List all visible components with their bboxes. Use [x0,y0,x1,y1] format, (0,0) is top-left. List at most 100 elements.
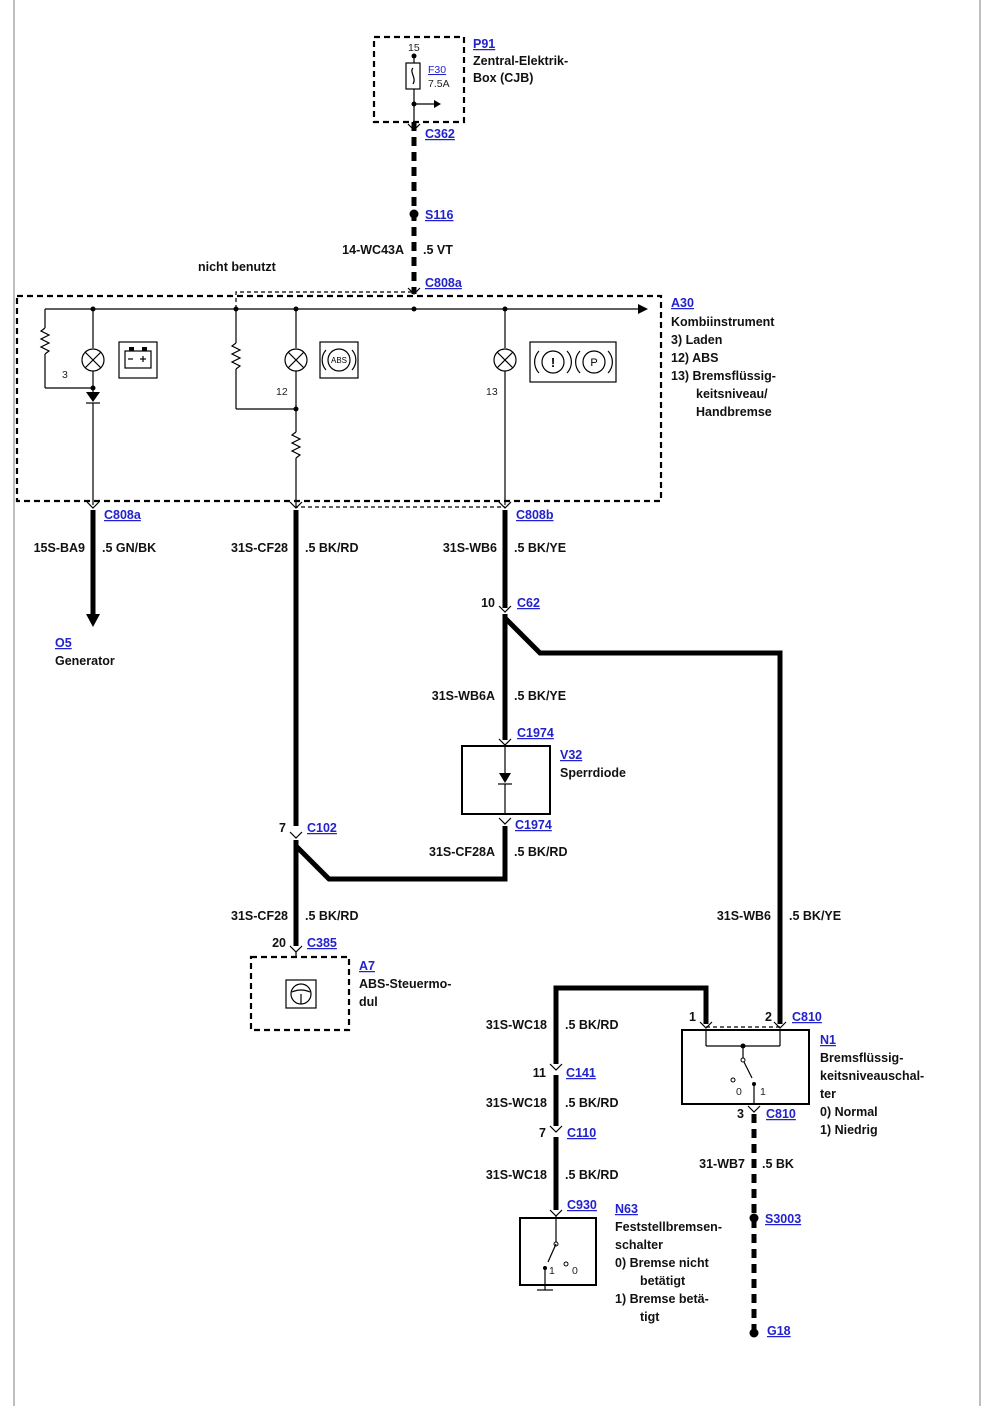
switch-contact-icon [742,1059,753,1079]
wire-w5-circuit: 31S-WB6A [432,689,495,703]
wire-w12-spec: .5 BK [762,1157,794,1171]
wire-w9-circuit: 31S-WC18 [486,1018,547,1032]
a30-item-3: 13) Bremsflüssig- [671,369,776,383]
fuse-icon [405,62,421,90]
wire-31s-wb6-branch [503,616,783,1024]
a30-item-5: Handbremse [696,405,772,419]
steering-wheel-icon [285,979,317,1009]
o5-link[interactable]: O5 [55,636,72,650]
connector-c930-link[interactable]: C930 [567,1198,597,1212]
component-n1: 2 1 C810 0 1 N1 Bremsflüssig- keitsnivea… [681,1010,924,1137]
n63-state-0: 0) Bremse nicht [615,1256,710,1270]
a7-name-line1: ABS-Steuermo- [359,977,451,991]
wire-w11-circuit: 31S-WC18 [486,1168,547,1182]
wire-w4-spec: .5 BK/YE [514,541,566,555]
a30-item-1: 3) Laden [671,333,722,347]
wire-w3-circuit: 31S-CF28 [231,541,288,555]
wire-w10-spec: .5 BK/RD [565,1096,618,1110]
splice-s116-link[interactable]: S116 [425,208,454,222]
n63-state-1-line2: tigt [640,1310,660,1324]
connector-c1974-bottom-link[interactable]: C1974 [515,818,552,832]
p91-pin-label: 15 [408,42,420,54]
fuse-f30-link[interactable]: F30 [428,64,446,76]
wire-w8-spec: .5 BK/YE [789,909,841,923]
connector-c810-bottom-link[interactable]: C810 [766,1107,796,1121]
battery-warning-icon [118,341,158,379]
diode-icon [86,392,100,402]
component-a30: 3 12 [15,287,776,505]
connector-c141-link[interactable]: C141 [566,1066,596,1080]
splice-s3003 [749,1213,759,1223]
lamp-icon [284,348,308,372]
connector-c102-link[interactable]: C102 [307,821,337,835]
wire-w3-spec: .5 BK/RD [305,541,358,555]
resistor-icon [39,327,51,355]
resistor-icon [230,342,242,370]
p91-name-line1: Zentral-Elektrik- [473,54,568,68]
wire-w1-circuit: 14-WC43A [342,243,404,257]
component-p91: 15 F30 7.5A P91 Zentral-Elektrik- Box (C… [372,35,568,124]
a30-item-4: keitsniveau/ [696,387,768,401]
component-n63: 1 0 N63 Feststellbremsen- schalter 0) Br… [519,1202,722,1324]
abs-icon-text: ABS [331,356,347,365]
connector-c141-pin: 11 [533,1066,546,1080]
connector-c810-pin1: 1 [689,1010,696,1024]
o5-name: Generator [55,654,115,668]
connector-c808a-top-link[interactable]: C808a [425,276,463,290]
fuse-rating: 7.5A [428,78,450,90]
wire-w6-spec: .5 BK/RD [514,845,567,859]
ground-g18-link[interactable]: G18 [767,1324,791,1338]
a30-name: Kombiinstrument [671,315,775,329]
connector-c362-link[interactable]: C362 [425,127,455,141]
arrow-right-icon [434,100,441,108]
ground-icon [749,1328,759,1338]
connector-c110-link[interactable]: C110 [567,1126,596,1140]
connector-c810-top-link[interactable]: C810 [792,1010,822,1024]
a30-pin-charge: 3 [62,369,68,381]
connector-c808b-link[interactable]: C808b [516,508,554,522]
p91-name-line2: Box (CJB) [473,71,533,85]
abs-warning-icon: ABS [319,341,359,379]
wire-w4-circuit: 31S-WB6 [443,541,497,555]
v32-link[interactable]: V32 [560,748,582,762]
a30-link[interactable]: A30 [671,296,694,310]
diode-icon [499,773,511,783]
a7-link[interactable]: A7 [359,959,375,973]
n1-state-1: 1) Niedrig [820,1123,878,1137]
wire-w8-circuit: 31S-WB6 [717,909,771,923]
warn-icon-text: ! [551,355,555,370]
component-v32: V32 Sperrdiode [461,745,626,815]
n1-pos1: 1 [760,1086,766,1098]
wire-w6-circuit: 31S-CF28A [429,845,495,859]
connector-c1974-top-link[interactable]: C1974 [517,726,554,740]
park-icon-text: P [590,357,597,369]
wire-w2-spec: .5 GN/BK [102,541,156,555]
n1-link[interactable]: N1 [820,1033,836,1047]
n63-pos1: 1 [549,1265,555,1277]
n63-link[interactable]: N63 [615,1202,638,1216]
p91-link[interactable]: P91 [473,37,495,51]
a30-unused-note: nicht benutzt [198,260,277,274]
component-a7: A7 ABS-Steuermo- dul [249,952,451,1032]
a30-item-2: 12) ABS [671,351,718,365]
n1-state-0: 0) Normal [820,1105,878,1119]
wire-w9-spec: .5 BK/RD [565,1018,618,1032]
connector-c810-pin3: 3 [737,1107,744,1121]
wire-w11-spec: .5 BK/RD [565,1168,618,1182]
n63-name-line1: Feststellbremsen- [615,1220,722,1234]
connector-c62-link[interactable]: C62 [517,596,540,610]
v32-name: Sperrdiode [560,766,626,780]
switch-contact-icon [547,1243,557,1263]
wire-31s-wc18 [553,985,709,1064]
n1-name-line1: Bremsflüssig- [820,1051,903,1065]
n1-name-line2: keitsniveauschal- [820,1069,924,1083]
connector-c810-pin2: 2 [765,1010,772,1024]
connector-c808a-bottom-link[interactable]: C808a [104,508,142,522]
wire-w5-spec: .5 BK/YE [514,689,566,703]
connector-c385-link[interactable]: C385 [307,936,337,950]
n1-pos0: 0 [736,1086,742,1098]
splice-s3003-link[interactable]: S3003 [765,1212,801,1226]
connector-c62-pin: 10 [481,596,495,610]
n63-state-0-line2: betätigt [640,1274,686,1288]
